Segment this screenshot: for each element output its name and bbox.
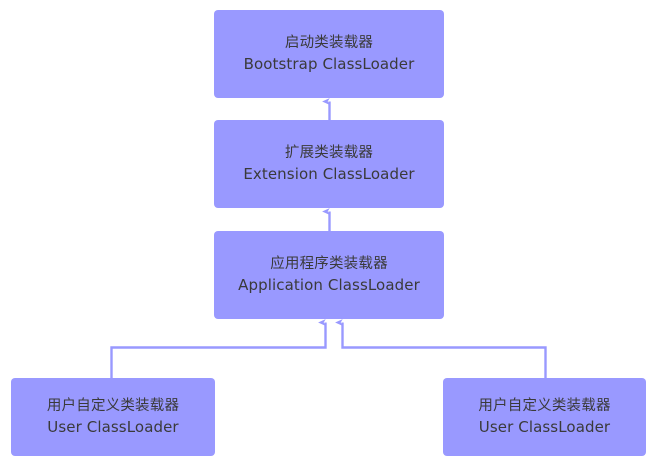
edge-userright-to-application <box>343 323 547 378</box>
node-user-classloader-left[interactable]: 用户自定义类装载器 User ClassLoader <box>11 378 215 456</box>
node-application-label-en: Application ClassLoader <box>238 275 420 294</box>
node-user-classloader-right[interactable]: 用户自定义类装载器 User ClassLoader <box>443 378 646 456</box>
edge-userleft-to-application <box>110 323 327 378</box>
node-extension-label-en: Extension ClassLoader <box>243 164 415 183</box>
node-application-label-cn: 应用程序类装载器 <box>270 256 388 273</box>
node-bootstrap-classloader[interactable]: 启动类装载器 Bootstrap ClassLoader <box>214 10 444 98</box>
node-user-right-label-en: User ClassLoader <box>478 417 611 436</box>
node-extension-label-cn: 扩展类装载器 <box>284 145 374 162</box>
node-extension-classloader[interactable]: 扩展类装载器 Extension ClassLoader <box>214 120 444 208</box>
node-bootstrap-label-en: Bootstrap ClassLoader <box>243 54 415 73</box>
node-user-left-label-cn: 用户自定义类装载器 <box>46 398 180 415</box>
node-user-left-label-en: User ClassLoader <box>47 417 179 436</box>
node-application-classloader[interactable]: 应用程序类装载器 Application ClassLoader <box>214 231 444 319</box>
node-bootstrap-label-cn: 启动类装载器 <box>284 35 374 52</box>
node-user-right-label-cn: 用户自定义类装载器 <box>478 398 611 415</box>
